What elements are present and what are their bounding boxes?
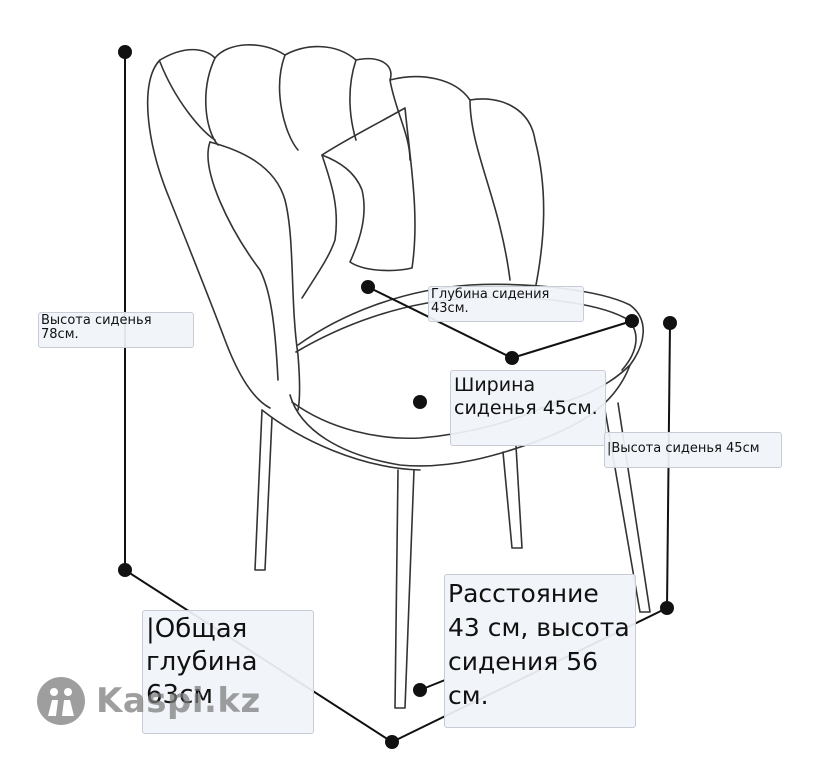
seat-width-label: Ширина сиденья 45см. — [450, 370, 606, 446]
dimension-point — [505, 351, 519, 365]
dimension-point — [663, 316, 677, 330]
seat-top — [297, 283, 644, 409]
overall-depth-label: |Общая глубина 63см — [142, 610, 314, 734]
chair-leg — [394, 469, 415, 709]
dimension-points — [118, 45, 677, 749]
kaspi-logo-icon — [37, 677, 85, 725]
seat-base — [261, 409, 421, 471]
dimension-point — [385, 735, 399, 749]
dimension-point — [625, 314, 639, 328]
petal-seam — [205, 57, 219, 146]
total-height-label: Высота сиденья 78см. — [38, 312, 194, 348]
backrest-inner — [159, 61, 216, 141]
petal-seam — [469, 99, 511, 281]
petal-seam — [349, 59, 357, 141]
seat-depth-line — [367, 286, 513, 359]
kaspi-brand-text: Kaspi.kz — [96, 681, 261, 721]
dimension-point — [118, 45, 132, 59]
seat-depth-label: Глубина сидения 43см. — [428, 286, 584, 322]
pillow-fold — [301, 154, 338, 299]
arm-wing — [209, 141, 301, 411]
backrest-outline — [159, 44, 545, 291]
seat-width-line — [511, 320, 633, 359]
petal-seam — [278, 54, 299, 151]
dimension-point — [413, 395, 427, 409]
distance-label: Расстояние 43 см, высота сидения 56 см. — [444, 574, 636, 728]
backrest-left-edge — [146, 59, 271, 409]
chair-leg — [502, 445, 523, 549]
dimension-point — [118, 563, 132, 577]
chair-leg — [254, 409, 273, 571]
dimension-point — [413, 683, 427, 697]
arm-wing-inner — [207, 141, 279, 381]
pillow — [321, 107, 416, 272]
chair-leg — [604, 402, 651, 613]
seat-height-label: |Высота сиденья 45см — [604, 432, 782, 468]
kaspi-watermark: Kaspi.kz — [36, 676, 261, 726]
dimension-point — [361, 280, 375, 294]
dimension-point — [660, 601, 674, 615]
